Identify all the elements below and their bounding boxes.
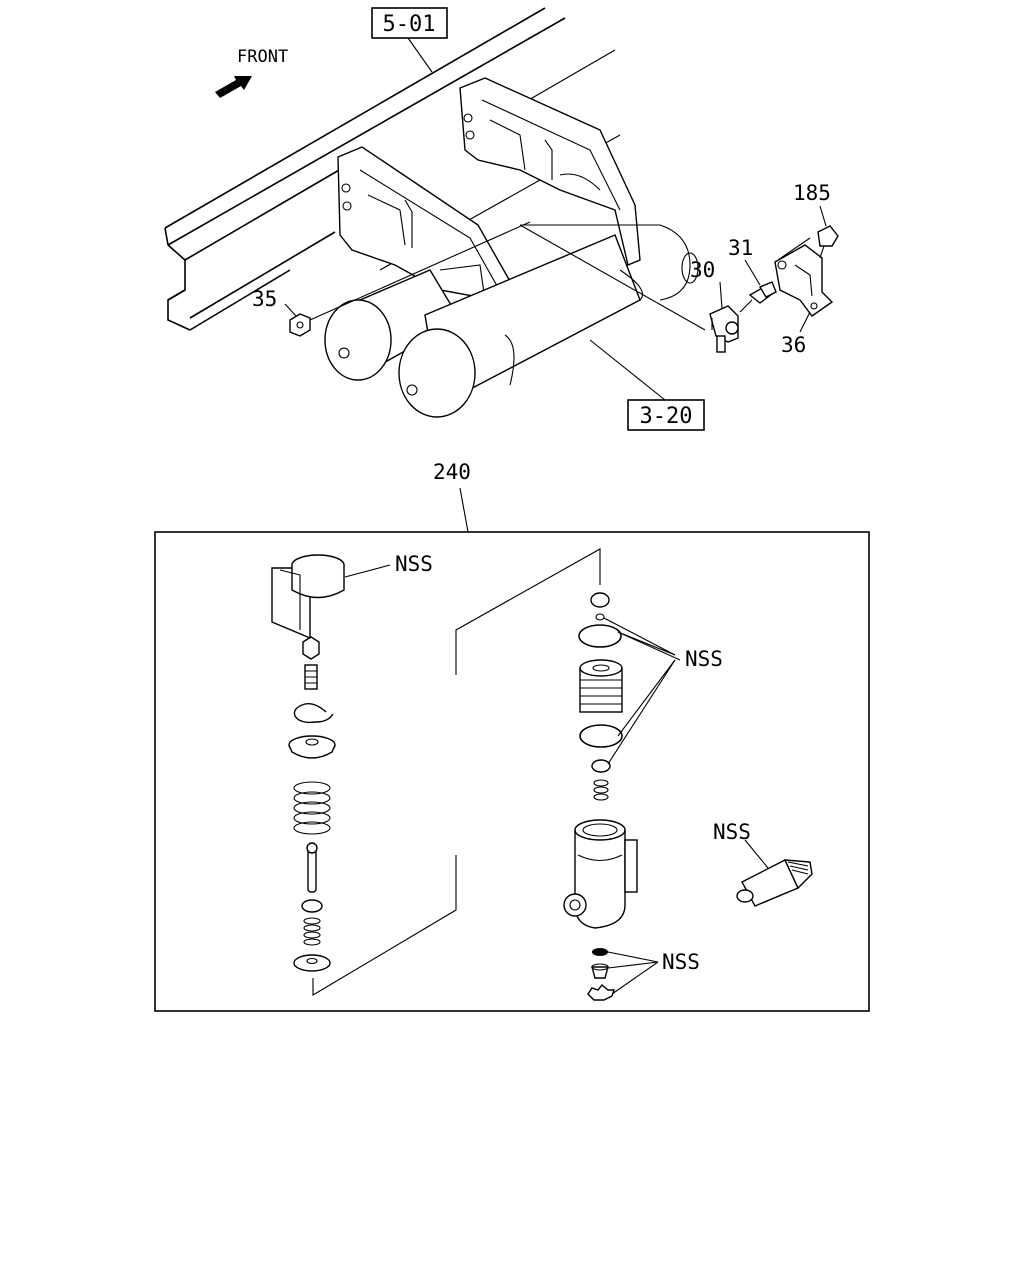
front-direction-indicator: FRONT — [215, 47, 288, 98]
piston — [579, 659, 623, 713]
callout-35: 35 — [252, 287, 277, 311]
tank-ref-label: 3-20 — [640, 404, 693, 429]
nut-35 — [289, 313, 311, 337]
spring-inner — [593, 779, 609, 801]
callout-31: 31 — [728, 236, 753, 260]
frame-ref-label: 5-01 — [383, 12, 436, 37]
callout-240: 240 — [433, 460, 471, 484]
callout-30: 30 — [690, 258, 715, 282]
right-stack-parts — [563, 592, 638, 1001]
front-label: FRONT — [237, 47, 288, 67]
valve-body — [563, 819, 638, 929]
nss-label-b: NSS — [685, 647, 723, 671]
spring-large — [293, 781, 331, 835]
bracket-36 — [774, 244, 834, 317]
grease-tube — [736, 859, 813, 907]
spring-small — [303, 917, 321, 946]
fitting-31 — [748, 281, 777, 304]
repair-kit-box — [154, 531, 870, 1012]
bolt-185 — [817, 225, 839, 259]
nss-label-d: NSS — [662, 950, 700, 974]
frame-ref-box[interactable]: 5-01 — [371, 7, 448, 39]
callout-185: 185 — [793, 181, 831, 205]
air-tanks — [324, 224, 699, 418]
tank-ref-box[interactable]: 3-20 — [627, 399, 705, 431]
valve-30 — [709, 305, 739, 353]
tank-bracket-rear — [459, 77, 641, 266]
nss-label-a: NSS — [395, 552, 433, 576]
nss-label-c: NSS — [713, 820, 751, 844]
left-stack-parts — [288, 636, 336, 972]
frame-rail — [164, 7, 621, 331]
front-arrow-icon — [215, 76, 252, 98]
callout-36: 36 — [781, 333, 806, 357]
nss-tag-left — [271, 554, 391, 640]
